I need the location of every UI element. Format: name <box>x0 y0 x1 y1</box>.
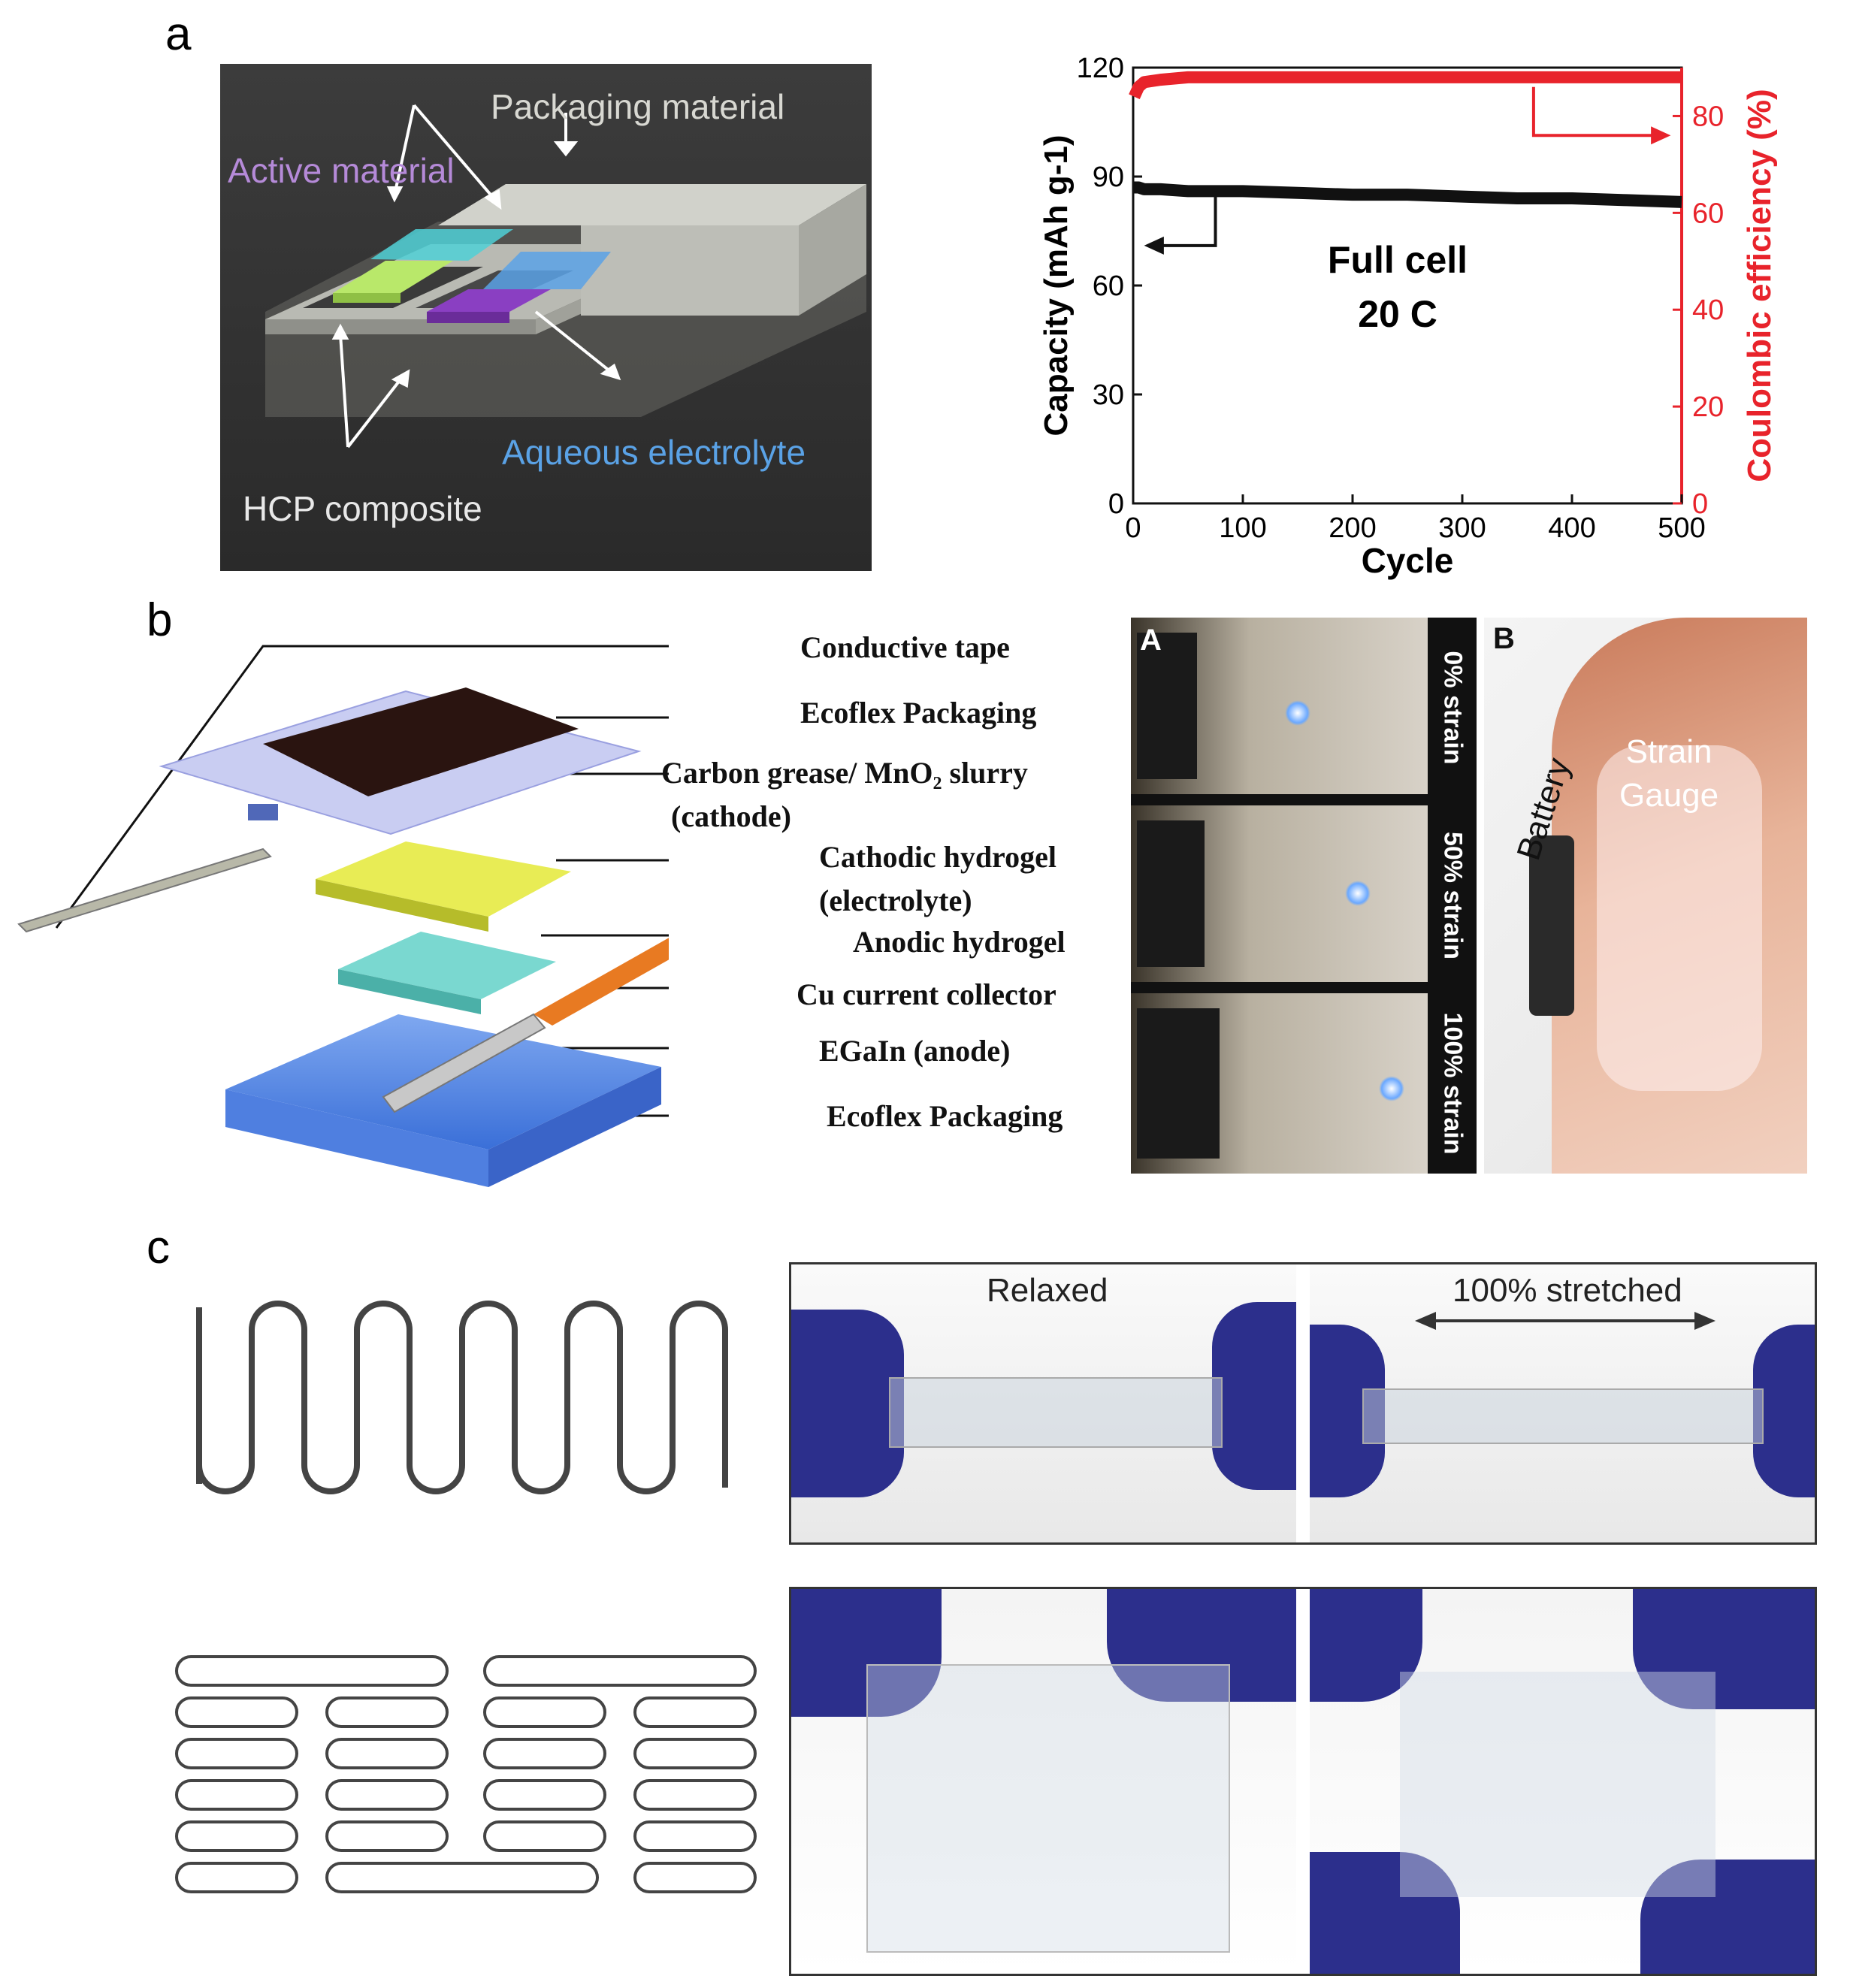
label-cathode-slurry: Carbon grease/ MnO₂ slurry <box>661 756 1028 790</box>
x-tick-label: 300 <box>1438 512 1486 544</box>
label-100-stretched: 100% stretched <box>1452 1272 1682 1309</box>
label-aqueous-electrolyte: Aqueous electrolyte <box>502 433 806 472</box>
efficiency-series-line <box>1129 71 1682 99</box>
led-glow <box>1285 700 1310 726</box>
photo-100-strain <box>1131 993 1428 1174</box>
label-relaxed: Relaxed <box>987 1272 1108 1309</box>
strain-label-0: 0% strain <box>1438 651 1468 765</box>
y-tick-label: 30 <box>1093 379 1124 411</box>
y2-tick-label: 80 <box>1692 101 1724 132</box>
y-tick-label: 90 <box>1093 162 1124 193</box>
battery-cell <box>1137 1008 1220 1159</box>
battery-patch <box>1529 835 1574 1016</box>
chart-annotation: Full cell 20 C <box>1285 233 1510 341</box>
glove-right <box>1212 1302 1296 1490</box>
label-egain-anode: EGaIn (anode) <box>819 1034 1011 1068</box>
battery-cell <box>1137 820 1205 967</box>
battery-schematic: Packaging material Active material Aqueo… <box>220 64 872 571</box>
strain-gauge-label-1: Strain <box>1625 733 1712 770</box>
annotation-rate: 20 C <box>1358 293 1437 335</box>
glove-top-left <box>1310 1589 1422 1702</box>
photo-stretched-2d <box>1310 1589 1815 1974</box>
panel-a-label: a <box>165 8 192 60</box>
photo-label-a: A <box>1140 624 1162 657</box>
annotation-full-cell: Full cell <box>1327 239 1468 281</box>
x-axis-label: Cycle <box>1362 541 1454 580</box>
photo-50-strain <box>1131 805 1428 982</box>
stretch-arrow-icon <box>1415 1312 1715 1330</box>
device-strip <box>1362 1388 1764 1444</box>
glove-right <box>1107 1589 1296 1702</box>
device-sheet <box>1400 1672 1715 1897</box>
panel-c-label: c <box>147 1222 170 1273</box>
label-ecoflex-top: Ecoflex Packaging <box>800 696 1037 730</box>
x-tick-label: 200 <box>1329 512 1376 544</box>
stretch-photo-1d: Relaxed 100% stretched <box>789 1262 1817 1545</box>
strain-gauge <box>1597 745 1762 1091</box>
serpentine-patterns <box>175 1301 757 1893</box>
photo-relaxed <box>791 1264 1296 1542</box>
battery-cell <box>1137 633 1197 779</box>
y2-tick-label: 40 <box>1692 295 1724 326</box>
label-cu-collector: Cu current collector <box>797 977 1056 1011</box>
strain-gauge-label: Strain Gauge <box>1619 730 1719 817</box>
photo-label-b: B <box>1493 622 1515 655</box>
led-glow <box>1379 1076 1404 1101</box>
glove-bottom-left <box>1310 1852 1460 1974</box>
serpentine-2d-pattern <box>175 1655 757 1893</box>
arm-strain-gauge-photo: B Strain Gauge Battery <box>1484 618 1807 1174</box>
efficiency-arrowhead <box>1651 126 1671 145</box>
battery-schematic-drawing <box>265 104 866 449</box>
label-active-material: Active material <box>228 151 455 190</box>
strain-label-100: 100% strain <box>1438 1012 1468 1155</box>
x-tick-label: 400 <box>1548 512 1595 544</box>
panel-b-label: b <box>147 594 173 646</box>
capacity-arrowhead <box>1144 236 1164 255</box>
label-hcp-composite: HCP composite <box>243 489 482 528</box>
led-glow <box>1345 881 1371 906</box>
x-tick-label: 100 <box>1219 512 1266 544</box>
y2-axis-label: Coulombic efficiency (%) <box>1741 89 1778 482</box>
label-cathodic-hydrogel: Cathodic hydrogel <box>819 840 1056 874</box>
glove-bottom-right <box>1640 1860 1815 1974</box>
y-axis-label: Capacity (mAh g-1) <box>1038 135 1075 437</box>
strain-photo-series: A 0% strain 50% strain 100% strain <box>1131 618 1477 1174</box>
strain-label-50: 50% strain <box>1438 831 1468 960</box>
efficiency-axis-arrow <box>1531 86 1658 137</box>
label-conductive-tape: Conductive tape <box>800 630 1010 664</box>
photo-0-strain <box>1131 618 1428 794</box>
glove-top-right <box>1633 1589 1815 1709</box>
label-anodic-hydrogel: Anodic hydrogel <box>853 925 1066 959</box>
photo-relaxed-2d <box>791 1589 1296 1974</box>
glove-left <box>791 1310 904 1497</box>
strain-gauge-label-2: Gauge <box>1619 777 1719 814</box>
capacity-axis-arrow <box>1148 191 1217 247</box>
y-tick-label: 120 <box>1077 53 1124 84</box>
x-tick-label: 500 <box>1658 512 1705 544</box>
device-strip <box>889 1377 1223 1448</box>
y-tick-label: 0 <box>1108 488 1124 520</box>
y2-tick-label: 60 <box>1692 198 1724 229</box>
label-ecoflex-bottom: Ecoflex Packaging <box>827 1099 1063 1133</box>
stretch-photo-2d <box>789 1587 1817 1976</box>
exploded-battery-diagram <box>17 645 669 1187</box>
serpentine-1d-pattern-path <box>196 1301 728 1494</box>
x-tick-label: 0 <box>1125 512 1141 544</box>
label-cathode: (cathode) <box>671 799 791 833</box>
y2-tick-label: 0 <box>1692 488 1708 520</box>
y2-tick-label: 20 <box>1692 391 1724 423</box>
y-tick-label: 60 <box>1093 270 1124 302</box>
device-sheet <box>866 1664 1230 1953</box>
capacity-series-line <box>1132 181 1682 208</box>
label-packaging-material: Packaging material <box>491 87 785 126</box>
label-electrolyte: (electrolyte) <box>819 884 972 917</box>
photo-stretched <box>1310 1264 1815 1542</box>
